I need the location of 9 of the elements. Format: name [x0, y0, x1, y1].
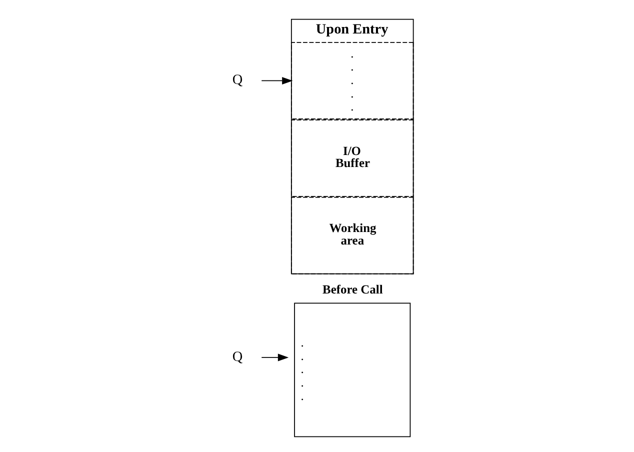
node-label: Before Call [322, 282, 383, 297]
arrow [261, 354, 289, 362]
node-text: Q [232, 72, 243, 88]
arrow [261, 77, 293, 84]
node-box: I/O Buffer [290, 119, 414, 197]
node-box: . . . . . [294, 302, 411, 438]
node-text: Q [232, 348, 243, 365]
node-box: Working area [290, 196, 414, 274]
node-box: . . . . . [290, 42, 414, 120]
